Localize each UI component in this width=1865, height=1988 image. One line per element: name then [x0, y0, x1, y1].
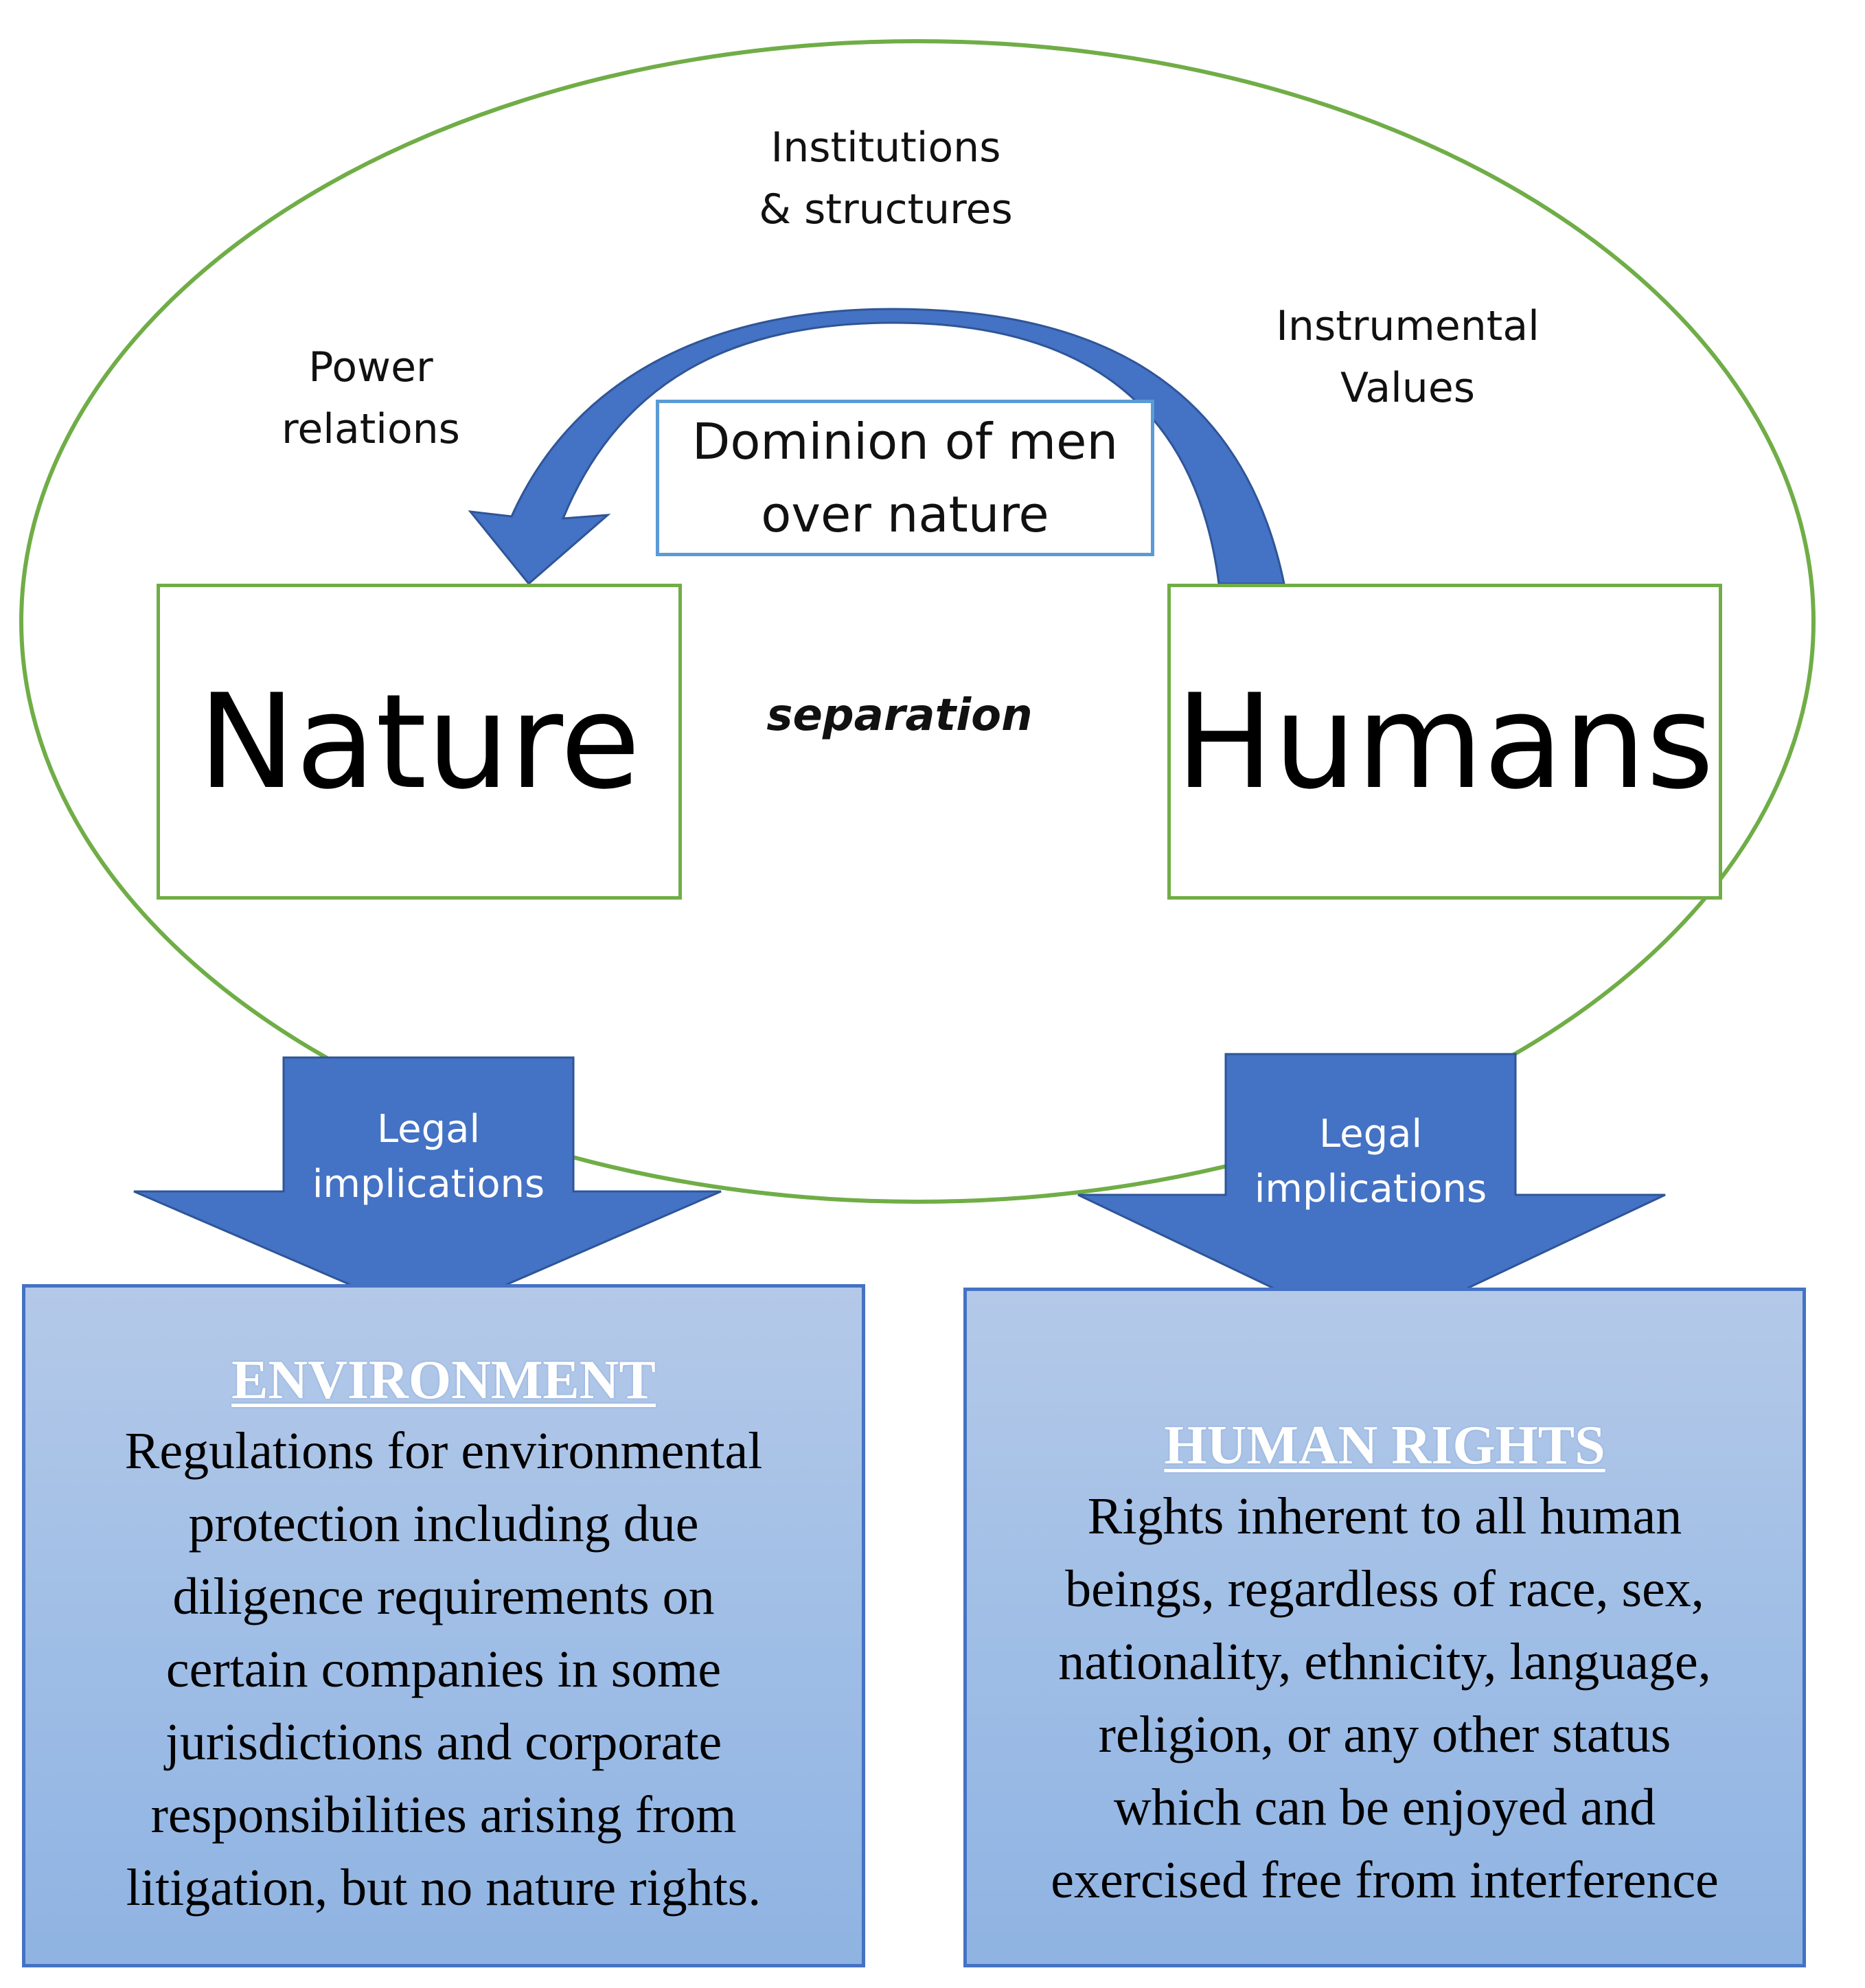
instrumental-values-label: Instrumental Values — [1229, 295, 1586, 419]
human-rights-line: which can be enjoyed and — [1113, 1779, 1656, 1836]
environment-line: diligence requirements on — [172, 1568, 715, 1625]
legal-left-line-1: Legal — [376, 1107, 481, 1152]
legal-left-line-2: implications — [312, 1162, 545, 1207]
power-relations-label: Power relations — [254, 336, 488, 460]
environment-box: ENVIRONMENT Regulations for environmenta… — [22, 1284, 865, 1967]
institutions-label: Institutions & structures — [721, 117, 1051, 240]
humans-box: Humans — [1167, 584, 1722, 900]
legal-label-right: Legal implications — [1226, 1107, 1515, 1217]
legal-label-left: Legal implications — [284, 1102, 573, 1212]
dominion-line-2: over nature — [761, 485, 1049, 543]
human-rights-heading: HUMAN RIGHTS — [1164, 1415, 1605, 1476]
dominion-curved-arrow — [468, 308, 1285, 586]
environment-line: jurisdictions and corporate — [165, 1713, 722, 1771]
humans-label: Humans — [1175, 665, 1715, 818]
dominion-line-1: Dominion of men — [691, 413, 1119, 470]
human-rights-line: exercised free from interference — [1051, 1851, 1719, 1909]
environment-line: Regulations for environmental — [124, 1422, 763, 1480]
institutions-line-1: Institutions — [770, 124, 1001, 172]
environment-line: responsibilities arising from — [150, 1786, 737, 1844]
institutions-line-2: & structures — [759, 185, 1013, 233]
environment-line: litigation, but no nature rights. — [126, 1859, 762, 1917]
instrumental-line-1: Instrumental — [1276, 302, 1540, 350]
nature-box: Nature — [157, 584, 682, 900]
power-line-2: relations — [282, 405, 460, 453]
human-rights-box: HUMAN RIGHTS Rights inherent to all huma… — [963, 1288, 1806, 1967]
environment-text: Regulations for environmental protection… — [25, 1415, 862, 1924]
human-rights-line: beings, regardless of race, sex, — [1065, 1560, 1704, 1618]
instrumental-line-2: Values — [1340, 364, 1476, 412]
context-ellipse — [19, 39, 1816, 1204]
environment-line: protection including due — [188, 1495, 699, 1553]
dominion-box: Dominion of men over nature — [656, 400, 1154, 556]
legal-arrow-left — [133, 1056, 722, 1320]
power-line-1: Power — [308, 343, 433, 391]
legal-right-line-1: Legal — [1318, 1112, 1423, 1156]
human-rights-text: Rights inherent to all human beings, reg… — [967, 1480, 1803, 1917]
human-rights-line: nationality, ethnicity, language, — [1058, 1633, 1711, 1691]
separation-label: separation — [766, 690, 1033, 741]
human-rights-line: Rights inherent to all human — [1087, 1487, 1682, 1545]
environment-line: certain companies in some — [165, 1641, 722, 1698]
legal-right-line-2: implications — [1254, 1167, 1487, 1211]
legal-arrow-right — [1077, 1053, 1666, 1336]
human-rights-line: religion, or any other status — [1098, 1706, 1671, 1763]
environment-heading: ENVIRONMENT — [231, 1350, 656, 1410]
nature-label: Nature — [198, 665, 641, 818]
